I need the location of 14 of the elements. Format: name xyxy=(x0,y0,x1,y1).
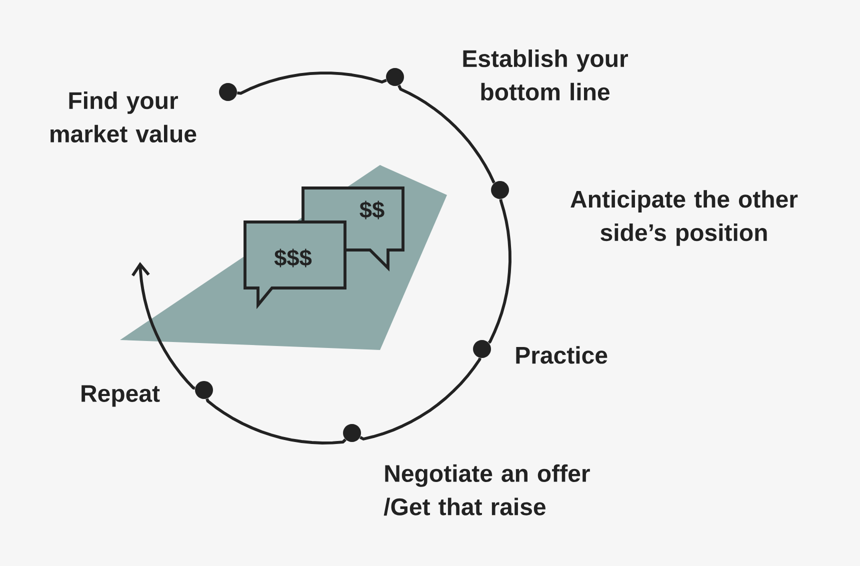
step-label: Find your market value xyxy=(50,92,196,142)
cycle-arc xyxy=(398,84,496,184)
step-label: Anticipate the other side’s position xyxy=(570,190,798,246)
cycle-arc xyxy=(360,358,482,440)
cycle-arc xyxy=(206,398,346,444)
cycle-arc xyxy=(488,199,512,344)
step-label: Repeat xyxy=(82,385,160,407)
arrow xyxy=(132,262,196,390)
step-label: Negotiate an offer /Get that raise xyxy=(384,464,590,516)
step-label: Establish your bottom line xyxy=(463,50,628,100)
currency-text: $$$ xyxy=(274,248,312,268)
cycle-arc xyxy=(237,72,387,95)
currency-text: $$ xyxy=(360,200,384,220)
step-label: Practice xyxy=(516,346,608,364)
